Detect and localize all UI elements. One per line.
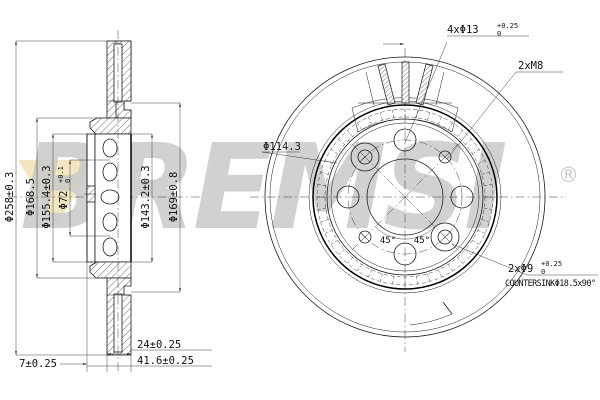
bolt-hole-left <box>336 185 360 209</box>
cooling-vane-tick <box>427 112 431 121</box>
angle-arc <box>375 226 435 240</box>
disc-outer-circle <box>264 56 546 338</box>
angle-label-left: 45° <box>380 236 396 246</box>
cooling-vane-tick <box>472 149 480 154</box>
bolt-hole-top <box>393 128 417 152</box>
cooling-vane-tick <box>457 257 463 264</box>
dim-label-169: Φ169±0.8 <box>168 172 180 223</box>
front-face-view: 45° 45° Φ114.3 4xΦ13 +0. <box>250 22 598 352</box>
dim-label-72-tol-lower: 0 <box>64 179 72 183</box>
annotation-bolt-holes-tol-lower: 0 <box>497 30 501 38</box>
cooling-vane-tick <box>347 257 353 264</box>
annotation-bolt-holes-tol-upper: +0.25 <box>497 22 518 30</box>
cooling-vane-tick <box>448 122 453 130</box>
cooling-vane-tick <box>427 273 431 282</box>
cooling-vane <box>401 61 410 104</box>
leader-bolt-holes <box>404 41 448 144</box>
cooling-vane-tick <box>416 276 418 285</box>
cooling-vane-tick <box>484 184 493 186</box>
leader-m8 <box>446 71 517 160</box>
vane-guide <box>365 71 375 106</box>
cooling-vane-tick <box>392 276 394 285</box>
dim-label-143-2: Φ143.2±0.3 <box>140 165 152 228</box>
cooling-vane-tick <box>338 139 345 145</box>
cooling-vane-tick <box>317 184 326 186</box>
cooling-vane-tick <box>379 112 383 121</box>
dim-label-7: 7±0.25 <box>19 358 57 370</box>
cooling-vane-tick <box>484 208 493 210</box>
cooling-vane-tick <box>379 273 383 282</box>
cooling-vane-tick <box>477 230 486 234</box>
annotation-countersink: COUNTERSINKΦ18.5x90° <box>505 279 595 289</box>
annotation-pcd-114-3: Φ114.3 <box>263 141 301 153</box>
bolt-hole-right <box>450 185 474 209</box>
edge-cutaway-mark <box>409 301 453 326</box>
annotation-holes-9: 2xΦ9 <box>508 263 533 275</box>
annotation-holes-9-tol-lower: 0 <box>541 268 545 276</box>
cooling-vane <box>377 63 396 106</box>
dim-label-258: Φ258±0.3 <box>4 172 16 223</box>
cross-section-view: Φ258±0.3 Φ168.5 Φ155.4±0.3 Φ72 +0.1 0 <box>4 30 212 372</box>
annotation-thread-m8: 2xM8 <box>518 60 543 72</box>
cooling-vane <box>415 63 434 106</box>
cooling-vane-void <box>102 237 118 257</box>
dim-label-72: Φ72 <box>58 191 70 210</box>
cooling-vane-tick <box>477 160 486 164</box>
cooling-vane-tick <box>324 230 333 234</box>
cooling-vane-tick <box>368 269 372 278</box>
cooling-vane-void <box>102 138 118 158</box>
disc-neck-bottom <box>89 261 132 279</box>
cooling-vane-tick <box>481 171 490 175</box>
cooling-vane-tick <box>324 160 333 164</box>
cooling-vane-tick <box>472 240 480 245</box>
dim-label-24: 24±0.25 <box>137 339 181 351</box>
cooling-vane-tick <box>330 240 338 245</box>
cooling-vane-tick <box>320 219 329 223</box>
disc-neck-top <box>89 117 132 135</box>
cooling-vane-tick <box>457 130 463 137</box>
cooling-vane-tick <box>338 249 345 255</box>
cooling-vane-tick <box>392 109 394 118</box>
cooling-vane-tick <box>438 116 442 125</box>
cooling-vane-tick <box>448 264 453 272</box>
cooling-vane-void <box>100 189 120 205</box>
cooling-vane-tick <box>357 122 362 130</box>
dim-label-72-tol-upper: +0.1 <box>57 166 65 183</box>
cooling-vane-tick <box>416 109 418 118</box>
dim-label-155-4: Φ155.4±0.3 <box>41 165 53 228</box>
cooling-vane-tick <box>347 130 353 137</box>
cooling-vane-tick <box>317 208 326 210</box>
hub-face-inner-circle <box>330 122 480 272</box>
leader-pcd <box>261 151 338 164</box>
friction-band-inner-circle <box>312 104 498 290</box>
cooling-vane-tick <box>368 116 372 125</box>
vane-guide <box>435 71 445 106</box>
annotation-holes-9-tol-upper: +0.25 <box>541 260 562 268</box>
center-bore-circle <box>366 158 444 236</box>
cooling-vane-ticks <box>317 109 493 285</box>
annotation-bolt-holes: 4xΦ13 <box>447 24 479 36</box>
bolt-circle-pcd <box>347 139 463 255</box>
cooling-vane-void <box>102 212 118 232</box>
dim-label-41-6: 41.6±0.25 <box>137 355 194 367</box>
cooling-vane-void <box>102 162 118 182</box>
bolt-hole-bottom <box>393 242 417 266</box>
cooling-vane-tick <box>320 171 329 175</box>
cooling-vane-tick <box>465 139 472 145</box>
leader-countersink <box>451 243 528 276</box>
cooling-vane-tick <box>481 219 490 223</box>
cooling-vane-tick <box>465 249 472 255</box>
cooling-vane-tick <box>438 269 442 278</box>
dim-label-168-5: Φ168.5 <box>25 178 37 216</box>
cutaway-vane-detail <box>351 61 459 133</box>
cooling-vane-tick <box>357 264 362 272</box>
cooling-vane-tick <box>330 149 338 154</box>
angle-label-right: 45° <box>414 236 430 246</box>
